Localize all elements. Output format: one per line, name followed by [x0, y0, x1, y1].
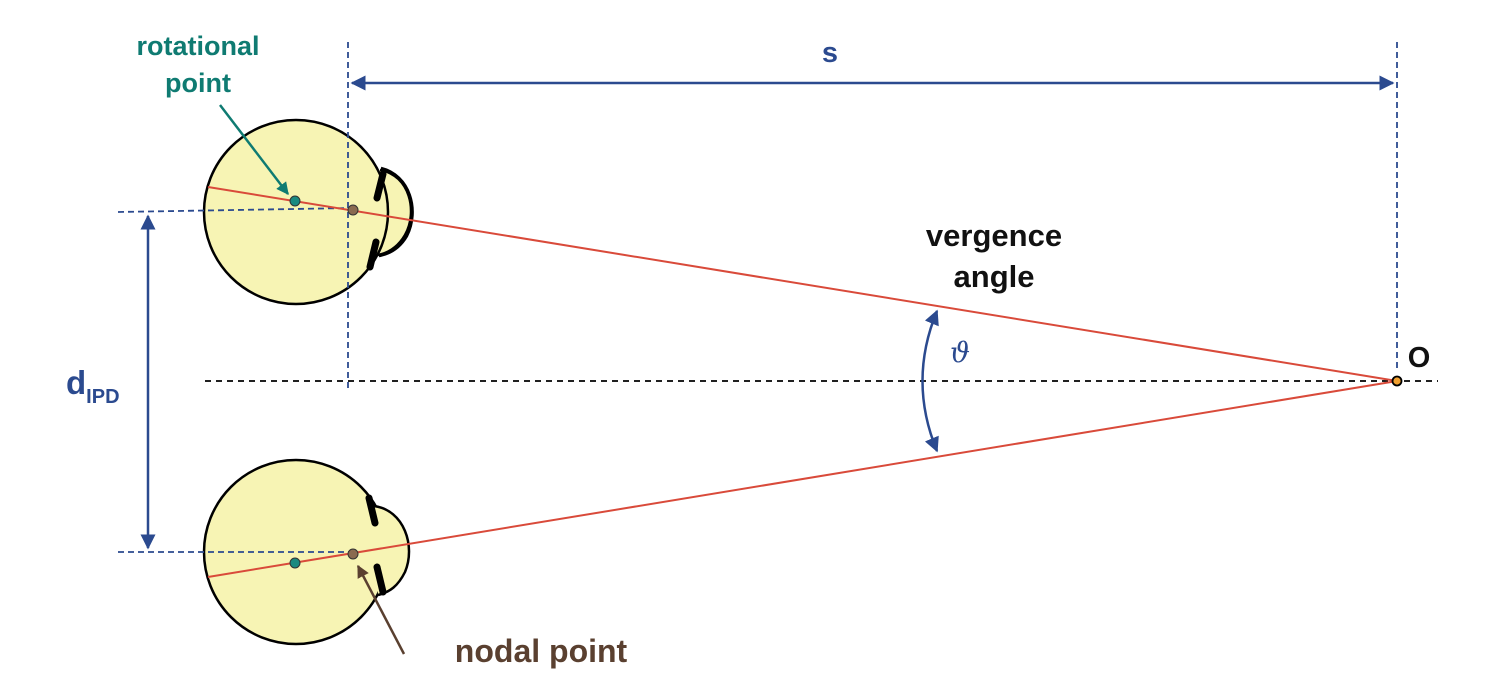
- bottom-sight-line: [207, 380, 1398, 578]
- top-eye-lens-upper: [373, 170, 387, 202]
- object-point: [1391, 375, 1403, 387]
- top-eyeball: [202, 118, 390, 306]
- top-nodal-point: [347, 204, 359, 216]
- top-sight-line: [207, 186, 1398, 382]
- bottom-eye-cornea-front: [373, 504, 411, 597]
- rotational-point-label-line1: rotational: [136, 31, 259, 61]
- bottom-eye-lens-lower: [373, 563, 387, 596]
- distance-s-label: s: [822, 37, 838, 69]
- top-rotational-point: [289, 195, 301, 207]
- ipd-label-subscript: IPD: [86, 386, 119, 408]
- theta-symbol: ϑ: [950, 336, 970, 369]
- rotational-point-label-line2: point: [165, 68, 231, 98]
- ipd-label: dIPD: [66, 364, 120, 408]
- top-eye-horizontal-guide: [117, 207, 353, 213]
- vergence-angle-label-line1: vergence: [926, 218, 1062, 253]
- object-label: O: [1408, 342, 1431, 374]
- vergence-angle-label-line2: angle: [954, 259, 1035, 294]
- nodal-point-label: nodal point: [455, 633, 628, 669]
- top-eye: [202, 118, 414, 306]
- top-eye-cornea-front: [378, 166, 414, 258]
- bottom-nodal-point: [347, 548, 359, 560]
- reference-lines: [117, 42, 1438, 553]
- nodal-point-pointer: [356, 564, 406, 655]
- top-eye-lens-lower: [366, 238, 380, 271]
- bottom-rotational-point: [289, 557, 301, 569]
- bottom-eye: [202, 458, 411, 646]
- ipd-label-main: d: [66, 364, 86, 401]
- vergence-angle-arc: [921, 309, 939, 453]
- sight-lines: [207, 186, 1398, 578]
- rotational-point-pointer: [219, 104, 289, 195]
- bottom-eye-lens-upper: [365, 494, 379, 527]
